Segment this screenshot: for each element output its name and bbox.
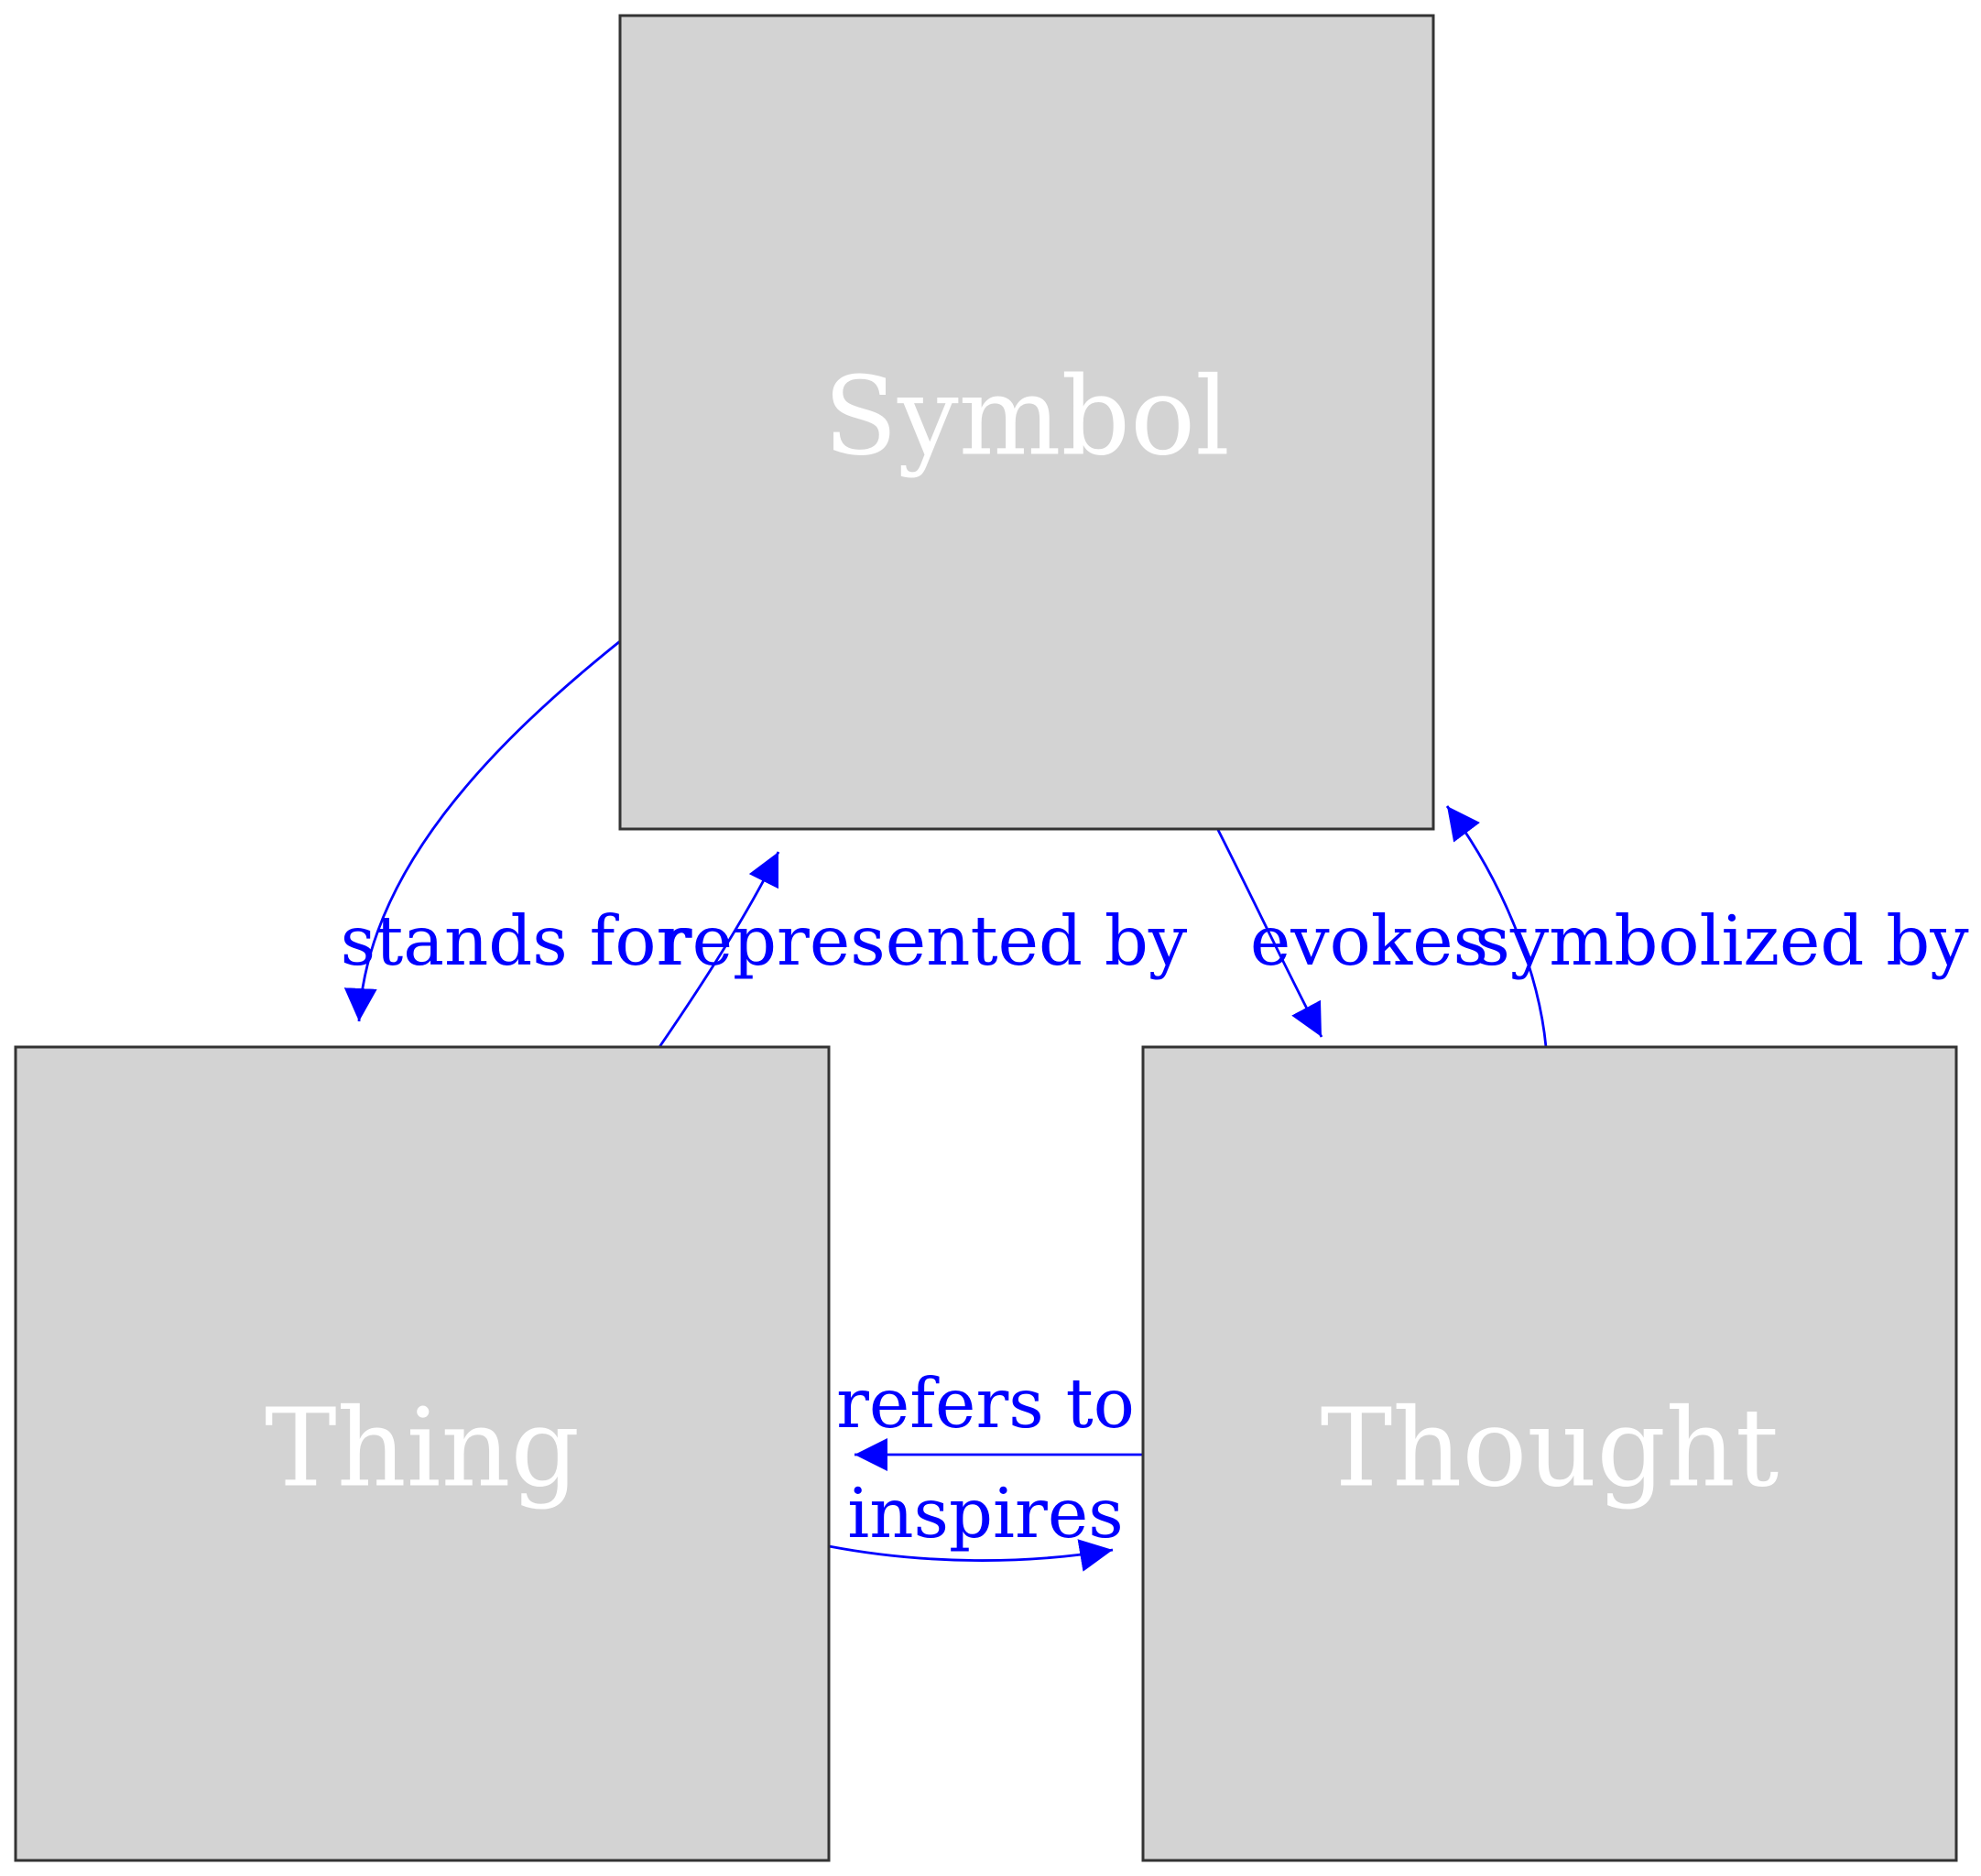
edge-label-evokes: evokes (1250, 900, 1488, 981)
edge-labels: stands for represented by evokes symboli… (341, 900, 1970, 1554)
edge-label-refers-to: refers to (836, 1363, 1135, 1444)
node-thought-label: Thought (1321, 1385, 1780, 1511)
edge-label-stands-for: stands for (341, 900, 690, 981)
node-symbol-box (618, 14, 1435, 831)
edge-stands-for (343, 639, 621, 1022)
node-symbol: Symbol (618, 14, 1435, 831)
node-thought-box (1141, 1045, 1958, 1862)
edge-represented-by (658, 851, 780, 1048)
edge-label-symbolized-by: symbolized by (1475, 900, 1969, 981)
node-thing-label: Thing (265, 1385, 580, 1511)
edges (343, 639, 1548, 1572)
edge-evokes (1216, 829, 1323, 1038)
edge-inspires (828, 1539, 1114, 1572)
node-thing: Thing (14, 1045, 831, 1862)
node-symbol-label: Symbol (823, 354, 1230, 480)
edge-label-inspires: inspires (847, 1473, 1124, 1554)
node-thought: Thought (1141, 1045, 1958, 1862)
node-thing-box (14, 1045, 831, 1862)
edge-label-represented-by: represented by (659, 900, 1188, 981)
edge-symbolized-by (1445, 805, 1548, 1048)
